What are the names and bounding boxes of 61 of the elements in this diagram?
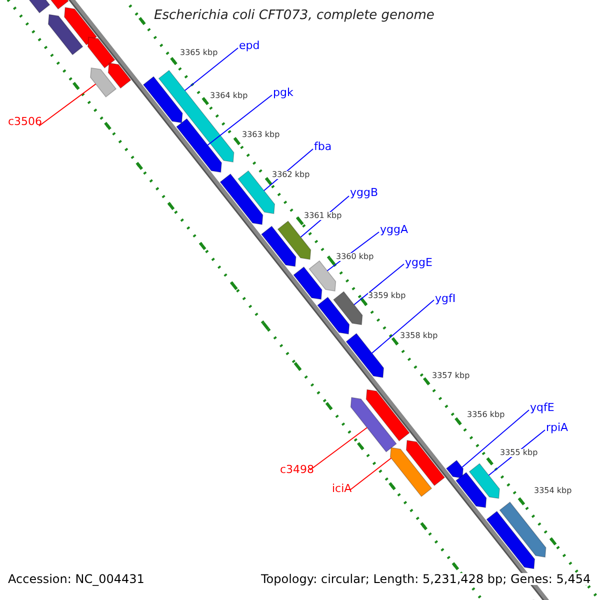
gene-feature [277,220,312,260]
scale-label: 3355 kbp [500,449,538,457]
scale-label: 3358 kbp [400,332,438,340]
gene-feature [87,36,116,68]
gene-feature [317,296,350,334]
gene-feature [308,260,336,292]
scale-label: 3360 kbp [336,253,374,261]
footer-text: Accession: NC_004431 [8,573,144,585]
scale-label: 3357 kbp [432,372,470,380]
gene-feature [220,173,264,225]
gene-feature [293,266,322,300]
scale-label: 3362 kbp [272,171,310,179]
scale-label: 3354 kbp [534,487,572,495]
leader-line [354,264,404,306]
gene-feature [366,389,410,442]
gene-label: epd [239,40,260,51]
gene-feature [346,332,384,378]
gene-label: c3506 [8,116,42,127]
gene-label: yggA [380,224,408,235]
scale-label: 3361 kbp [304,212,342,220]
leader-line [184,48,238,91]
scale-label: 3365 kbp [180,49,218,57]
gene-label: c3498 [280,464,314,475]
scale-label: 3364 kbp [210,92,248,100]
gene-feature [332,291,363,326]
leader-line [310,427,368,470]
gene-label: ygfI [435,293,456,304]
gene-feature [468,463,500,499]
gene-feature [26,0,50,14]
gene-feature [108,62,132,89]
gene-label: yqfE [530,402,554,413]
gene-feature [406,440,446,486]
gene-feature [350,397,397,452]
leader-line [350,458,392,490]
gene-feature [486,510,536,570]
gene-feature [260,226,296,267]
scale-label: 3359 kbp [368,292,406,300]
gene-feature [90,67,117,98]
leader-line [371,300,434,354]
gene-feature [390,447,432,498]
gene-feature [48,14,84,56]
leader-line [488,430,546,476]
title: Escherichia coli CFT073, complete genome [153,9,436,22]
gene-label: yggB [350,187,378,198]
leader-line [462,410,530,468]
gene-label: rpiA [546,422,568,433]
gene-label: iciA [332,483,352,494]
gene-feature [499,502,546,558]
scale-label: 3363 kbp [242,131,280,139]
leader-line [207,94,272,146]
gene-feature [64,7,98,46]
footer-text: Topology: circular; Length: 5,231,428 bp; Genes: 5,454 [261,573,591,585]
scale-label: 3356 kbp [467,411,505,419]
gene-feature [176,118,222,173]
gene-label: yggE [405,257,432,268]
gene-feature [142,76,183,124]
gene-label: fba [314,141,332,152]
gene-feature [158,70,234,162]
gene-label: pgk [273,87,294,98]
leader-line [38,84,96,126]
gene-feature [455,472,487,508]
